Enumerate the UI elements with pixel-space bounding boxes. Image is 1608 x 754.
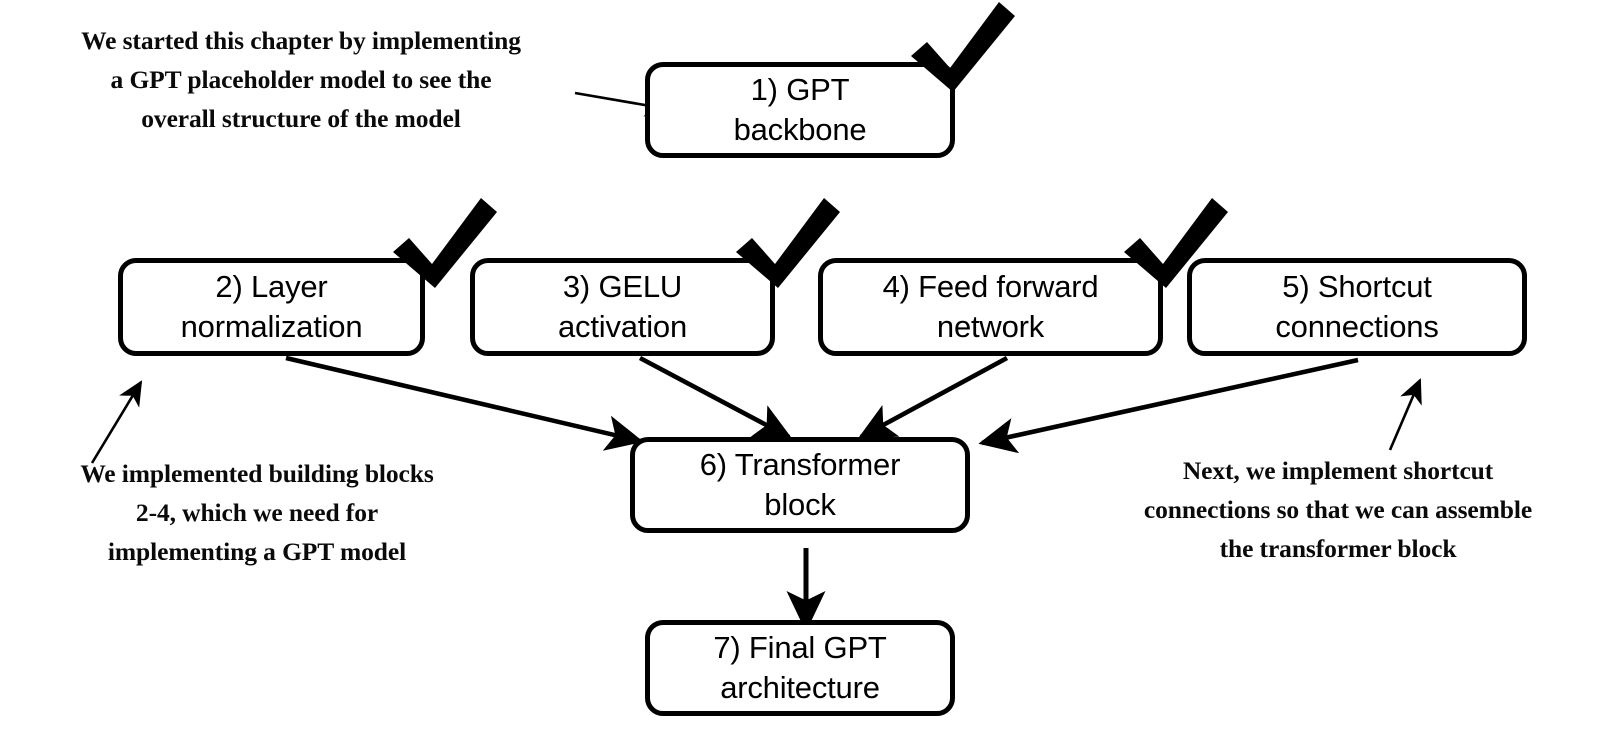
arrow-gelu-to-block [638,355,793,440]
node-shortcut-connections[interactable]: 5) Shortcut connections [1187,258,1527,356]
node-label: 3) GELU activation [558,269,687,344]
node-feed-forward-network[interactable]: 4) Feed forward network [818,258,1163,356]
node-label: 7) Final GPT architecture [713,630,887,705]
arrow-note-to-layernorm [90,380,143,464]
node-label: 4) Feed forward network [882,269,1099,344]
annotation-intro: We started this chapter by implementing … [81,26,521,133]
node-label: 1) GPT backbone [733,72,867,147]
annotation-building-blocks: We implemented building blocks 2-4, whic… [80,459,434,566]
node-label: 6) Transformer block [699,447,901,522]
node-gelu-activation[interactable]: 3) GELU activation [470,258,775,356]
node-gpt-backbone[interactable]: 1) GPT backbone [645,62,955,158]
node-transformer-block[interactable]: 6) Transformer block [630,437,970,533]
arrow-shortcut-to-block [978,357,1359,454]
arrow-layernorm-to-block [285,355,644,451]
annotation-shortcut: Next, we implement shortcut connections … [1143,456,1533,563]
node-label: 5) Shortcut connections [1275,269,1439,344]
arrow-note-to-shortcut [1388,378,1422,451]
node-label: 2) Layer normalization [180,269,363,344]
node-layer-normalization[interactable]: 2) Layer normalization [118,258,425,356]
arrow-feedforward-to-block [857,355,1009,440]
node-final-gpt-architecture[interactable]: 7) Final GPT architecture [645,620,955,716]
